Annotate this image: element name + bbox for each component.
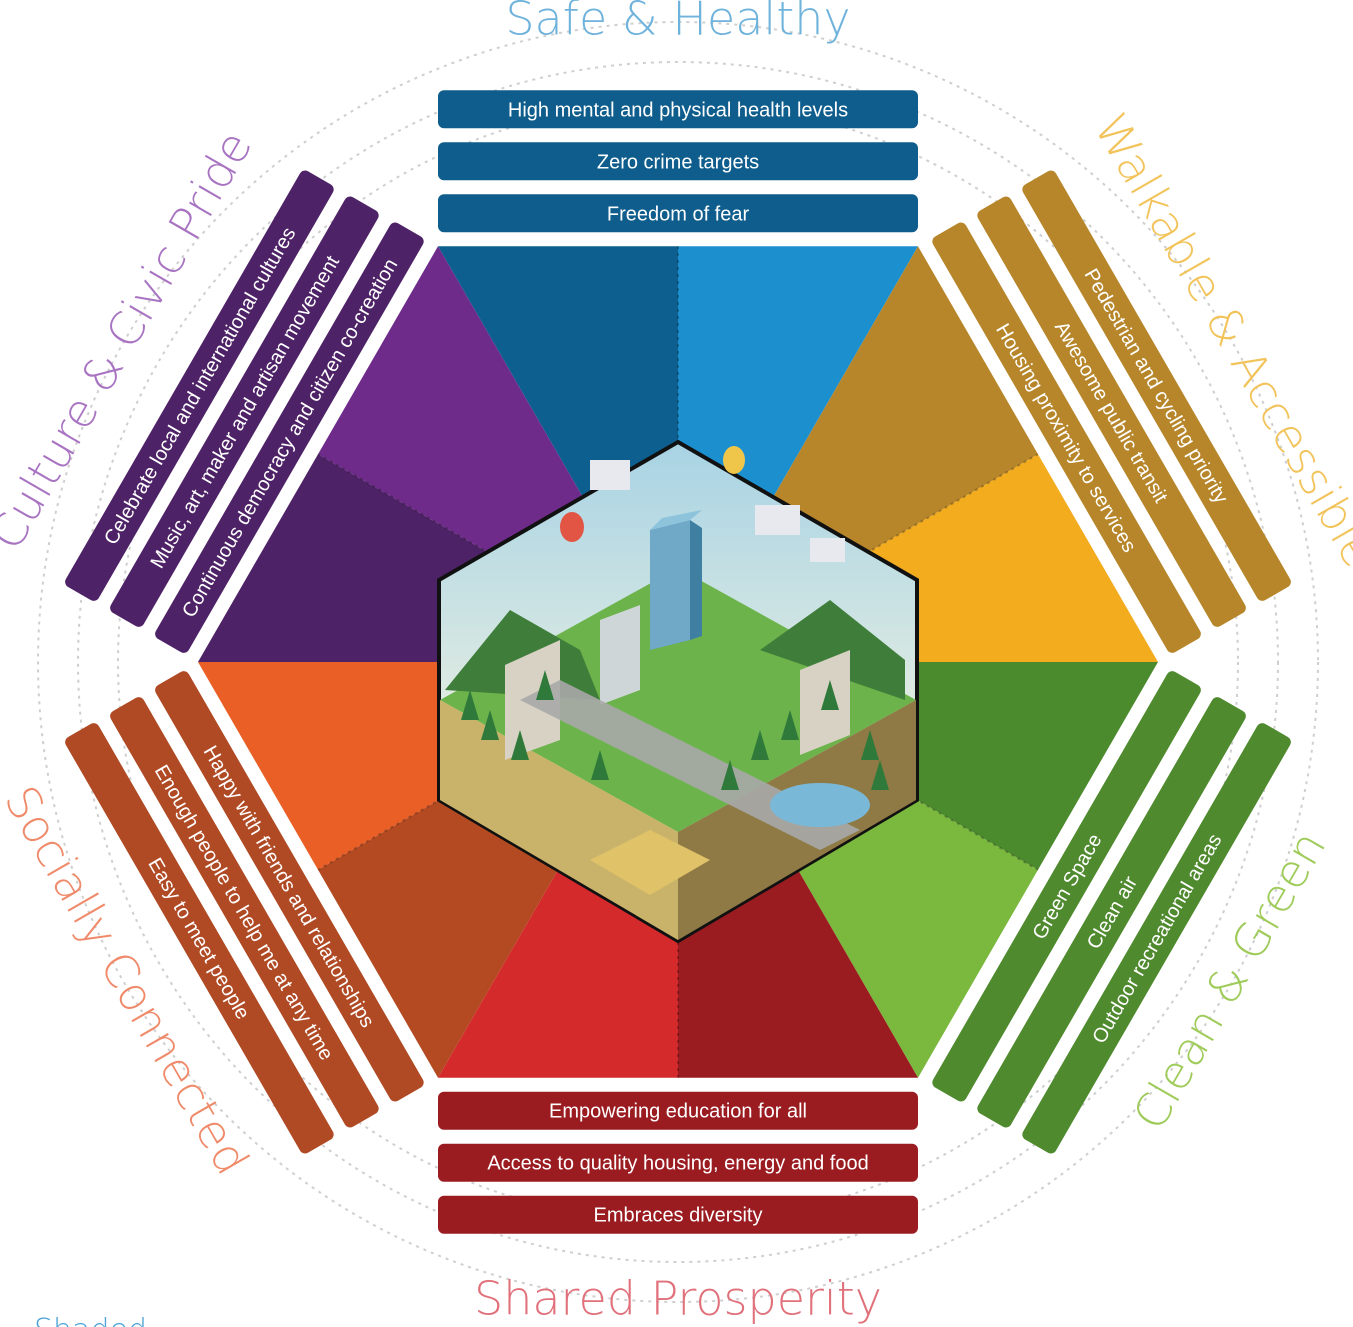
tree	[871, 760, 889, 790]
bar-background	[65, 170, 334, 601]
bar-label: Access to quality housing, energy and fo…	[487, 1153, 868, 1175]
tower-side	[690, 520, 702, 640]
bar-background	[438, 194, 918, 233]
dashed-ring	[117, 101, 1239, 1223]
tree	[481, 710, 499, 740]
tree	[591, 750, 609, 780]
bar-label: Freedom of fear	[607, 203, 750, 225]
tree	[821, 680, 839, 710]
dashed-ring	[37, 21, 1319, 1303]
bar-background	[438, 142, 918, 181]
city-cube-illustration	[437, 439, 919, 944]
bar-item: Zero crime targets	[438, 142, 918, 181]
building-mid	[600, 605, 640, 705]
cloud	[810, 538, 845, 562]
tree	[536, 670, 554, 700]
tree	[861, 730, 879, 760]
cloud	[590, 460, 630, 490]
bar-item: Empowering education for all	[438, 1091, 918, 1130]
bar-background	[977, 697, 1246, 1128]
balloon	[723, 446, 745, 474]
title-shared-prosperity: Shared Prosperity	[474, 1272, 882, 1326]
bar-background	[932, 222, 1201, 653]
bar-background	[65, 723, 334, 1154]
bar-label: Empowering education for all	[549, 1101, 807, 1123]
corner-text: Shaded	[34, 1313, 147, 1327]
bar-item: Freedom of fear	[438, 194, 918, 233]
bar-background	[155, 222, 424, 653]
pond	[770, 783, 870, 827]
bar-background	[1022, 723, 1291, 1154]
bar-background	[438, 1195, 918, 1234]
bar-background	[438, 1091, 918, 1130]
bar-background	[155, 671, 424, 1102]
trees	[461, 670, 889, 790]
bar-background	[110, 697, 379, 1128]
bar-item: Access to quality housing, energy and fo…	[438, 1143, 918, 1182]
bar-background	[438, 90, 918, 129]
bar-label: High mental and physical health levels	[508, 99, 848, 121]
bar-item: Embraces diversity	[438, 1195, 918, 1234]
field	[590, 830, 710, 895]
bar-group-safe-healthy: Freedom of fear Zero crime targets High me…	[438, 90, 918, 233]
bar-background	[110, 196, 379, 627]
dashed-rings	[37, 21, 1319, 1303]
tree	[781, 710, 799, 740]
title-safe-healthy: Safe & Healthy	[505, 0, 850, 46]
bar-background	[932, 671, 1201, 1102]
tower-front	[650, 520, 690, 650]
tree	[511, 730, 529, 760]
tree	[461, 690, 479, 720]
tree	[751, 730, 769, 760]
cloud	[755, 505, 800, 535]
dashed-ring	[77, 61, 1279, 1263]
bar-item: High mental and physical health levels	[438, 90, 918, 129]
bar-background	[1022, 170, 1291, 601]
bar-background	[977, 196, 1246, 627]
tree	[721, 760, 739, 790]
balloon	[560, 512, 584, 542]
mountain-left	[445, 610, 600, 700]
bar-label: Embraces diversity	[594, 1205, 763, 1227]
mountain-right	[760, 600, 905, 700]
bar-background	[438, 1143, 918, 1182]
bar-label: Zero crime targets	[597, 151, 759, 173]
tower-roof	[650, 510, 702, 530]
cube-ground-left	[440, 700, 678, 940]
